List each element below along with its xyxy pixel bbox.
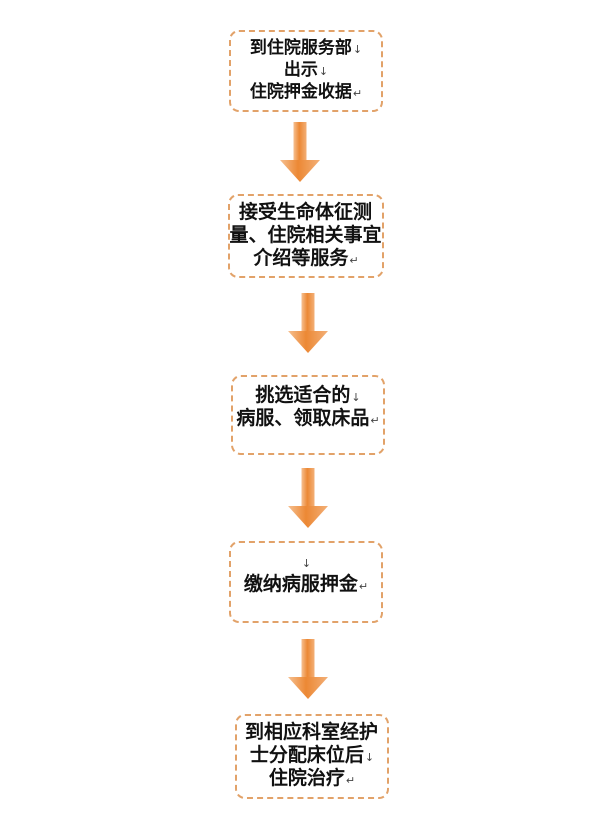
flow-step-select-gown-bedding: 挑选适合的↓ 病服、领取床品↵ <box>231 375 385 455</box>
step-text-line: 介绍等服务↵ <box>253 246 359 271</box>
step-text-line: 缴纳病服押金↵ <box>244 574 368 597</box>
down-arrow <box>288 468 328 528</box>
step-text: 介绍等服务 <box>253 246 349 269</box>
step-text: 挑选适合的 <box>255 384 351 406</box>
paragraph-mark: ↵ <box>345 774 356 787</box>
down-arrow <box>288 639 328 699</box>
paragraph-mark: ↵ <box>358 580 369 593</box>
paragraph-mark: ↵ <box>349 253 359 267</box>
down-arrow <box>280 122 320 182</box>
step-text: 住院治疗 <box>268 767 345 789</box>
step-text-line: ↓ <box>301 551 311 574</box>
step-text-line: 到住院服务部↓ <box>250 38 362 60</box>
step-text-line: 住院治疗↵ <box>269 768 355 791</box>
step-text: 住院押金收据 <box>249 82 352 102</box>
step-text-line: 住院押金收据↵ <box>250 82 362 104</box>
step-text-line: 挑选适合的↓ <box>255 385 360 408</box>
down-arrow <box>288 293 328 353</box>
step-text: 量、住院相关事宜 <box>229 223 382 246</box>
step-text: 缴纳病服押金 <box>243 573 358 595</box>
step-text: 病服、领取床品 <box>236 407 370 429</box>
line-break-mark: ↓ <box>318 65 329 78</box>
step-text: 到住院服务部 <box>249 38 352 58</box>
line-break-mark: ↓ <box>364 751 375 764</box>
step-text-line: 到相应科室经护 <box>245 722 379 745</box>
step-text: 士分配床位后 <box>249 744 364 766</box>
flow-step-vital-signs-intro: 接受生命体征测 量、住院相关事宜 介绍等服务↵ <box>228 194 384 278</box>
flow-step-show-deposit-receipt: 到住院服务部↓ 出示↓ 住院押金收据↵ <box>229 30 383 112</box>
line-break-mark: ↓ <box>351 391 361 404</box>
paragraph-mark: ↵ <box>370 414 380 427</box>
flow-step-ward-bed-assignment: 到相应科室经护 士分配床位后↓ 住院治疗↵ <box>235 714 389 799</box>
paragraph-mark: ↵ <box>352 87 363 100</box>
line-break-mark: ↓ <box>352 43 363 56</box>
step-text-line: 病服、领取床品↵ <box>236 408 379 431</box>
step-text-line: 量、住院相关事宜 <box>229 223 383 248</box>
flow-step-pay-gown-deposit: ↓ 缴纳病服押金↵ <box>229 541 383 623</box>
step-text-line: 接受生命体征测 <box>238 200 373 225</box>
step-text-line: 出示↓ <box>284 60 328 82</box>
line-break-mark: ↓ <box>301 557 312 570</box>
step-text-line: 士分配床位后↓ <box>250 745 374 768</box>
step-text: 接受生命体征测 <box>238 200 372 223</box>
step-text: 出示 <box>283 60 318 80</box>
step-text: 到相应科室经护 <box>244 721 378 743</box>
